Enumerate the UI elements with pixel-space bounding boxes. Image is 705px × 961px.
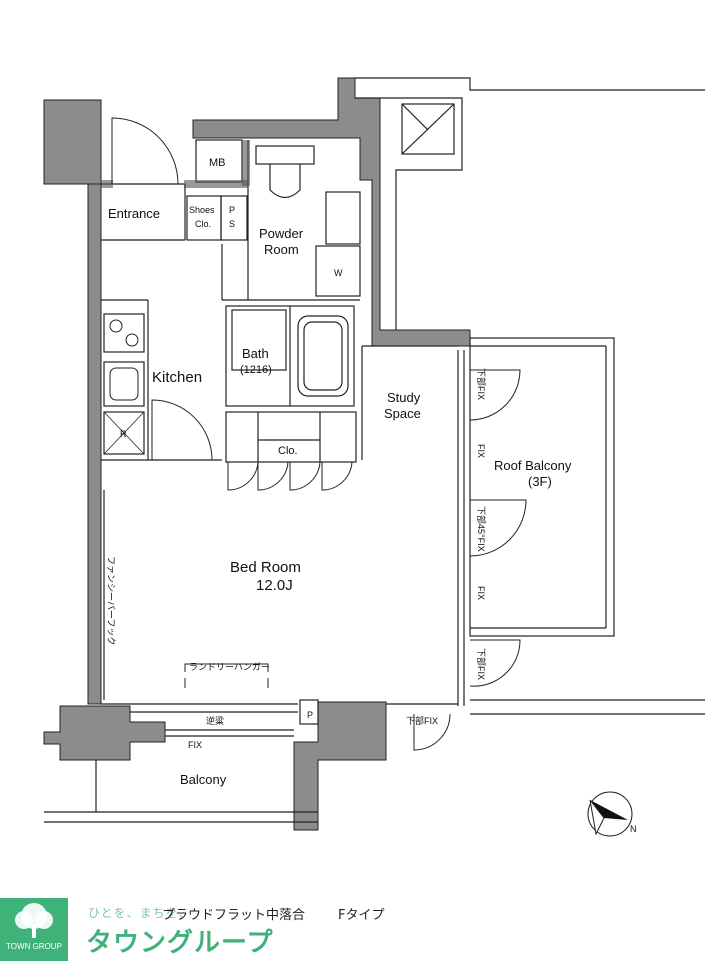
unit-type: Fタイプ (338, 908, 385, 923)
label-balcony: Balcony (180, 772, 227, 787)
note-fix-e: 下部FIX (476, 648, 487, 680)
label-study-2: Space (384, 406, 421, 421)
label-shoes-clo-1: Shoes (189, 205, 215, 215)
note-lower-fix: 下部FIX (406, 715, 438, 726)
note-sliding: 逆粱 (206, 715, 224, 726)
label-fridge: R (120, 429, 127, 439)
label-powder-room-1: Powder (259, 226, 304, 241)
label-ps-2: S (229, 219, 235, 229)
label-powder-room-2: Room (264, 242, 299, 257)
label-ps-1: P (229, 205, 235, 215)
label-entrance: Entrance (108, 206, 160, 221)
note-laundry-hanger: ランドリーハンガー (189, 662, 270, 672)
wall-top-center (192, 77, 471, 347)
note-fancy-hook: ファンシーバーフック (106, 556, 116, 645)
label-mb: MB (209, 157, 226, 169)
wall-column-bottom-left (43, 705, 166, 761)
compass-icon (587, 791, 633, 837)
laundry-hanger-icon (184, 663, 269, 688)
floor-plan: Entrance Shoes Clo. P S MB Powder Room W… (43, 77, 705, 837)
note-fix: FIX (188, 740, 202, 750)
wall-column-top-left (43, 99, 102, 185)
note-fix-b: FIX (476, 444, 486, 458)
town-group-logo (0, 898, 68, 961)
wall-left (87, 183, 102, 705)
label-bedroom: Bed Room (230, 559, 301, 576)
label-kitchen: Kitchen (152, 369, 202, 386)
compass-north-label: N (630, 824, 637, 834)
label-bath: Bath (242, 346, 269, 361)
fridge-icon (103, 411, 145, 455)
wall-column-bottom-right (293, 701, 387, 831)
label-clo: Clo. (278, 445, 298, 457)
building-name: プラウドフラット中落合 (162, 908, 306, 923)
doors (111, 117, 527, 751)
stove-icon (109, 319, 139, 347)
footer-tagline: ひとを、まちを、 (88, 906, 192, 920)
label-roof-balcony: Roof Balcony (494, 458, 572, 473)
brand-name: タウングループ (86, 928, 274, 958)
label-p-small: P (307, 710, 313, 720)
note-fix-c: 下部45°FIX (476, 506, 487, 552)
label-washer: W (334, 268, 343, 278)
kitchen-sink-icon (109, 367, 139, 401)
walls (43, 77, 471, 831)
label-bedroom-size: 12.0J (256, 577, 293, 594)
note-fix-a: 下部FIX (476, 368, 487, 400)
label-shoes-clo-2: Clo. (195, 219, 211, 229)
label-study-1: Study (387, 390, 421, 405)
hatch-zone (101, 140, 250, 188)
thin-walls (44, 77, 705, 823)
logo-caption: TOWN GROUP (6, 942, 62, 951)
tree-icon (15, 903, 53, 938)
label-bath-size: (1216) (240, 364, 272, 376)
label-roof-balcony-floor: (3F) (528, 474, 552, 489)
note-fix-d: FIX (476, 586, 486, 600)
